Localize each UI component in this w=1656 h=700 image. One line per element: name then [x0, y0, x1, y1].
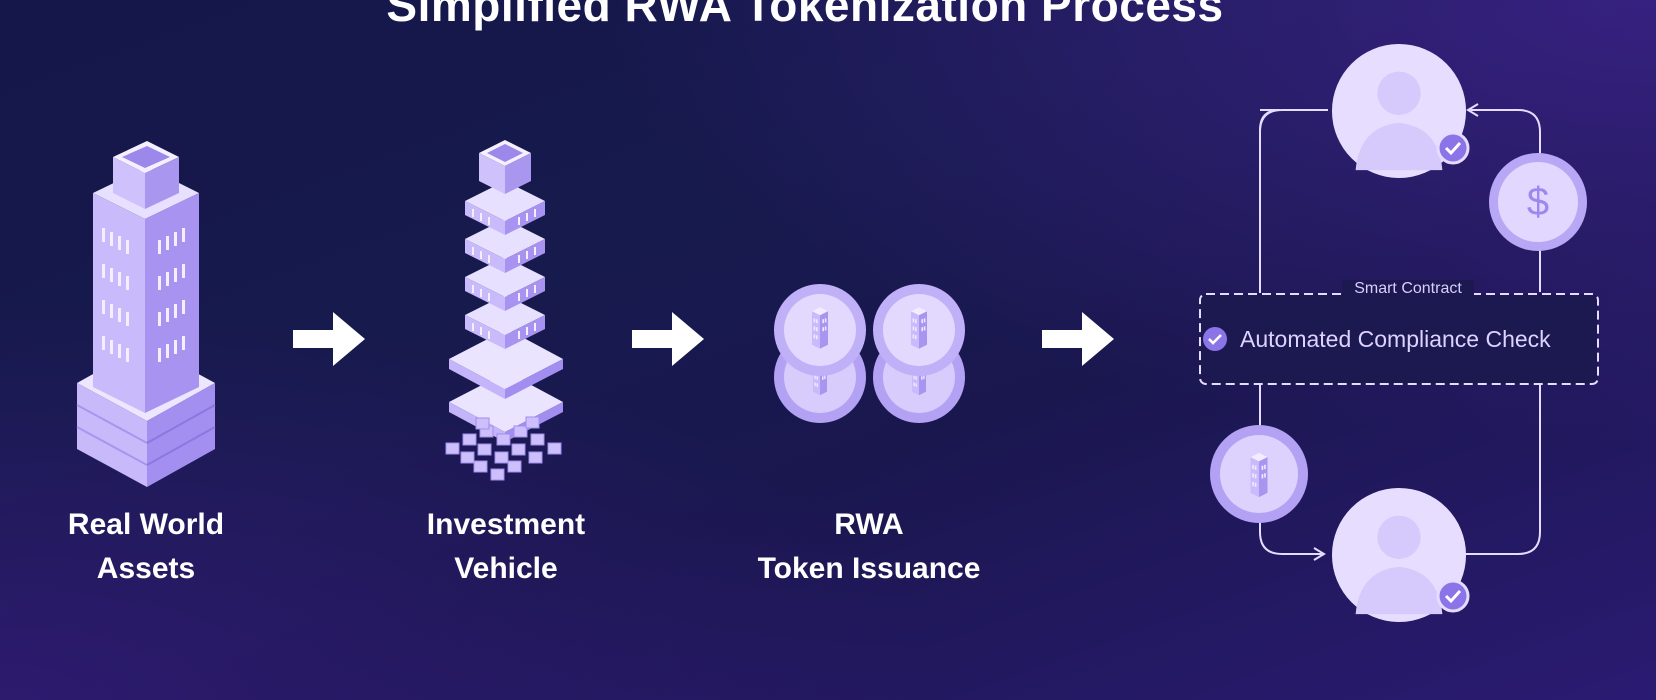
arrow-right-icon	[293, 312, 365, 366]
building-icon	[76, 141, 216, 487]
step-label-line: Investment	[426, 508, 586, 541]
token-coins-icon	[774, 284, 965, 423]
user-avatar-icon	[1331, 487, 1470, 623]
token-coin-icon	[1210, 425, 1308, 523]
step-label-investment-vehicle: Investment Vehicle	[404, 503, 608, 591]
smart-contract-box	[1199, 293, 1599, 385]
dollar-coin-icon	[1489, 153, 1587, 251]
arrow-right-icon	[1042, 312, 1114, 366]
step-label-line: Real World	[67, 508, 225, 541]
user-avatar-icon	[1331, 43, 1470, 179]
transfer-loop	[1259, 103, 1541, 561]
step-label-line: RWA	[834, 508, 904, 541]
step-label-line: Token Issuance	[757, 552, 981, 585]
fractional-building-icon	[445, 140, 563, 481]
compliance-check-text: Automated Compliance Check	[1240, 325, 1551, 352]
step-label-real-world-assets: Real World Assets	[46, 503, 246, 591]
check-circle-icon	[1203, 327, 1227, 351]
smart-contract-label: Smart Contract	[1342, 280, 1474, 298]
arrow-right-icon	[632, 312, 704, 366]
diagram-title: Simplified RWA Tokenization Process	[386, 0, 1224, 31]
dollar-icon: $	[1526, 180, 1550, 224]
compliance-check: Automated Compliance Check	[1202, 294, 1562, 384]
step-label-line: Vehicle	[454, 552, 558, 585]
step-label-token-issuance: RWA Token Issuance	[744, 503, 994, 591]
step-label-line: Assets	[96, 552, 196, 585]
